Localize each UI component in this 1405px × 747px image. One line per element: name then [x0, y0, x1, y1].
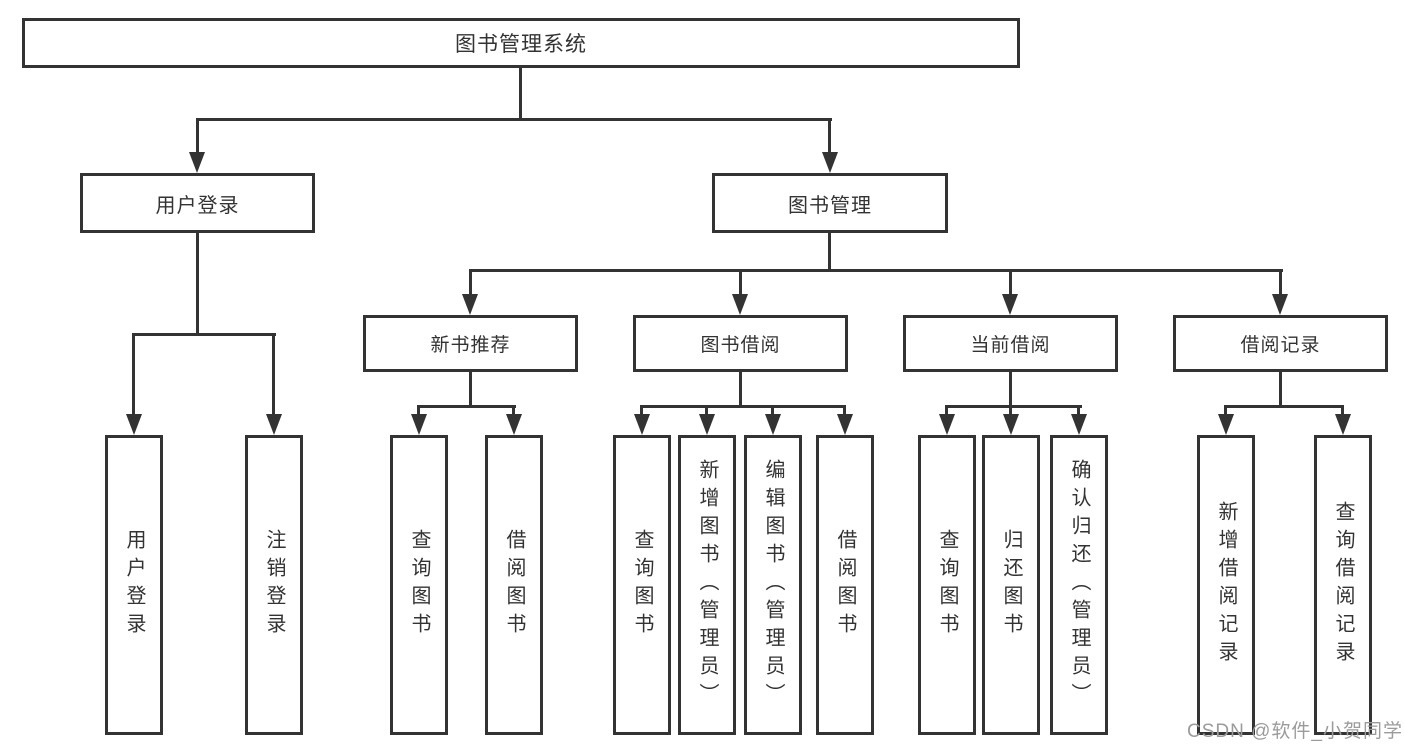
connector-line — [1279, 269, 1282, 297]
leaf-borrowing-query-books: 查询图书 — [613, 435, 671, 735]
arrow-down-icon — [506, 414, 522, 435]
arrow-down-icon — [189, 152, 205, 173]
connector-line — [1077, 405, 1080, 419]
connector-line — [469, 372, 472, 408]
arrow-down-icon — [1071, 414, 1087, 435]
arrow-down-icon — [1002, 294, 1018, 315]
leaf-recommend-query-books: 查询图书 — [390, 435, 448, 735]
connector-line — [1009, 405, 1012, 419]
connector-line — [640, 405, 846, 408]
arrow-down-icon — [1272, 294, 1288, 315]
node-borrowing-records: 借阅记录 — [1173, 315, 1388, 372]
connector-line — [272, 333, 275, 418]
leaf-recommend-borrow-books: 借阅图书 — [485, 435, 543, 735]
connector-line — [417, 405, 420, 419]
leaf-user-login: 用户登录 — [105, 435, 163, 735]
connector-line — [739, 372, 742, 408]
arrow-down-icon — [1335, 414, 1351, 435]
leaf-logout: 注销登录 — [245, 435, 303, 735]
connector-line — [1279, 372, 1282, 408]
arrow-down-icon — [765, 414, 781, 435]
connector-line — [196, 118, 199, 155]
arrow-down-icon — [266, 414, 282, 435]
connector-line — [945, 405, 948, 419]
connector-line — [1341, 405, 1344, 419]
connector-line — [739, 269, 742, 297]
arrow-down-icon — [462, 294, 478, 315]
connector-line — [1224, 405, 1344, 408]
connector-line — [132, 333, 135, 418]
leaf-query-borrow-record: 查询借阅记录 — [1314, 435, 1372, 735]
connector-line — [1009, 269, 1012, 297]
arrow-down-icon — [837, 414, 853, 435]
connector-line — [196, 233, 199, 335]
connector-line — [1224, 405, 1227, 419]
connector-line — [519, 68, 522, 120]
connector-line — [640, 405, 643, 419]
leaf-return-books: 归还图书 — [982, 435, 1040, 735]
connector-line — [132, 333, 276, 336]
connector-line — [843, 405, 846, 419]
node-book-borrowing: 图书借阅 — [633, 315, 848, 372]
arrow-down-icon — [126, 414, 142, 435]
connector-line — [1009, 372, 1012, 408]
connector-line — [512, 405, 515, 419]
arrow-down-icon — [411, 414, 427, 435]
node-new-book-recommend: 新书推荐 — [363, 315, 578, 372]
node-user-login: 用户登录 — [80, 173, 315, 233]
arrow-down-icon — [1218, 414, 1234, 435]
node-current-borrowing: 当前借阅 — [903, 315, 1118, 372]
arrow-down-icon — [1003, 414, 1019, 435]
connector-line — [417, 405, 516, 408]
connector-line — [828, 118, 831, 155]
leaf-add-borrow-record: 新增借阅记录 — [1197, 435, 1255, 735]
arrow-down-icon — [699, 414, 715, 435]
arrow-down-icon — [634, 414, 650, 435]
leaf-add-book-admin: 新增图书（管理员） — [678, 435, 736, 735]
connector-line — [945, 405, 1082, 408]
watermark: CSDN @软件_小贺同学 — [1187, 721, 1403, 742]
leaf-edit-book-admin: 编辑图书（管理员） — [744, 435, 802, 735]
connector-line — [469, 269, 1283, 272]
node-book-management: 图书管理 — [712, 173, 948, 233]
leaf-current-query-books: 查询图书 — [918, 435, 976, 735]
node-library-system: 图书管理系统 — [22, 18, 1020, 68]
connector-line — [196, 118, 832, 121]
connector-line — [469, 269, 472, 297]
leaf-confirm-return-admin: 确认归还（管理员） — [1050, 435, 1108, 735]
leaf-borrow-books: 借阅图书 — [816, 435, 874, 735]
arrow-down-icon — [822, 152, 838, 173]
connector-line — [705, 405, 708, 419]
connector-line — [771, 405, 774, 419]
arrow-down-icon — [732, 294, 748, 315]
connector-line — [828, 233, 831, 272]
arrow-down-icon — [939, 414, 955, 435]
